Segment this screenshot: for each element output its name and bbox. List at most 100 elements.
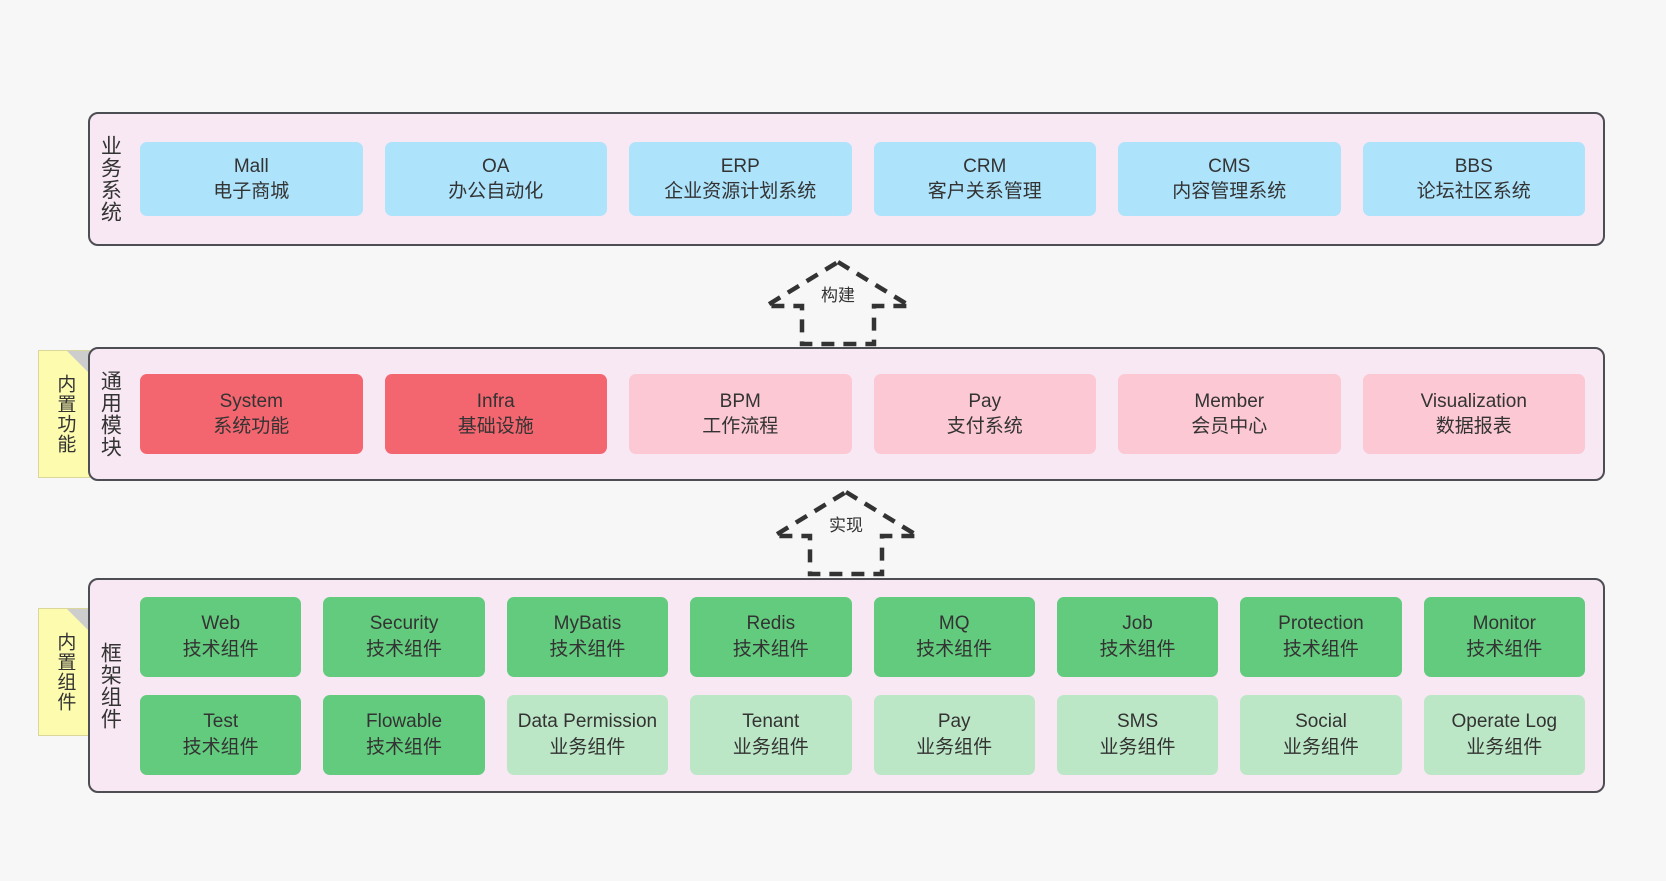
module-title: Security [369,613,439,635]
module-row: Web 技术组件 Security 技术组件 MyBatis 技术组件 Redi… [140,596,1585,677]
module-subtitle: 电子商城 [213,181,290,202]
arrow-up-hollow-icon [766,489,926,577]
module-box-web[interactable]: Web 技术组件 [140,596,302,677]
module-subtitle: 业务组件 [1466,736,1543,758]
module-title: Protection [1278,613,1364,635]
module-box-test[interactable]: Test 技术组件 [140,694,302,775]
module-box-oa[interactable]: OA 办公自动化 [384,142,607,216]
module-subtitle: 业务组件 [916,736,993,758]
module-title: CRM [963,155,1007,177]
module-box-bbs[interactable]: BBS 论坛社区系统 [1362,142,1585,216]
module-box-social[interactable]: Social 业务组件 [1240,694,1402,775]
layer-body-framework: Web 技术组件 Security 技术组件 MyBatis 技术组件 Redi… [128,580,1603,791]
module-box-member[interactable]: Member 会员中心 [1118,374,1341,454]
module-subtitle: 系统功能 [213,416,290,437]
arrow-build: 构建 [758,258,918,348]
module-subtitle: 业务组件 [732,736,809,758]
module-title: Web [201,613,241,635]
module-box-visualization[interactable]: Visualization 数据报表 [1362,374,1585,454]
module-box-redis[interactable]: Redis 技术组件 [690,596,852,677]
module-subtitle: 技术组件 [732,638,809,660]
note-fold-corner-icon [67,609,89,631]
module-box-mybatis[interactable]: MyBatis 技术组件 [506,596,669,677]
module-subtitle: 支付系统 [946,416,1023,437]
module-title: CMS [1208,155,1251,177]
module-subtitle: 技术组件 [549,638,626,660]
module-box-erp[interactable]: ERP 企业资源计划系统 [629,142,852,216]
module-title: Pay [968,390,1002,412]
note-fold-corner-icon [67,351,89,373]
module-box-system[interactable]: System 系统功能 [140,374,363,454]
module-box-data-permission[interactable]: Data Permission 业务组件 [506,694,669,775]
module-title: Flowable [366,711,443,733]
module-title: Mall [233,155,269,177]
module-box-protection[interactable]: Protection 技术组件 [1240,596,1402,677]
note-label: 内置组件 [54,632,76,712]
layer-common-modules: 通用模块 System 系统功能 Infra 基础设施 BPM 工作流程 Pay… [88,347,1605,481]
module-box-crm[interactable]: CRM 客户关系管理 [873,142,1096,216]
layer-title-framework: 框架组件 [98,641,122,730]
layer-body-business: Mall 电子商城 OA 办公自动化 ERP 企业资源计划系统 CRM 客户关系… [128,114,1603,244]
module-subtitle: 技术组件 [366,638,443,660]
module-subtitle: 技术组件 [366,736,443,758]
module-title: Redis [746,613,796,635]
module-title: Infra [476,390,515,412]
module-title: Job [1122,613,1153,635]
module-title: Tenant [742,711,800,733]
module-box-tenant[interactable]: Tenant 业务组件 [690,694,852,775]
module-subtitle: 技术组件 [1466,638,1543,660]
module-subtitle: 技术组件 [916,638,993,660]
module-subtitle: 业务组件 [1282,736,1359,758]
note-builtin-features: 内置功能 [38,350,90,478]
module-subtitle: 会员中心 [1191,416,1268,437]
module-title: OA [482,155,510,177]
module-box-infra[interactable]: Infra 基础设施 [384,374,607,454]
module-box-operate-log[interactable]: Operate Log 业务组件 [1423,694,1585,775]
module-title: ERP [720,155,760,177]
module-subtitle: 技术组件 [182,638,259,660]
module-box-monitor[interactable]: Monitor 技术组件 [1423,596,1585,677]
module-subtitle: 技术组件 [1099,638,1176,660]
module-title: Visualization [1420,390,1527,412]
module-subtitle: 办公自动化 [448,181,544,202]
note-builtin-components: 内置组件 [38,608,90,736]
module-title: Monitor [1472,613,1536,635]
module-box-job[interactable]: Job 技术组件 [1056,596,1219,677]
module-row: Test 技术组件 Flowable 技术组件 Data Permission … [140,694,1585,775]
module-subtitle: 业务组件 [549,736,626,758]
module-box-mq[interactable]: MQ 技术组件 [873,596,1035,677]
module-box-flowable[interactable]: Flowable 技术组件 [323,694,485,775]
module-box-security[interactable]: Security 技术组件 [323,596,485,677]
module-title: Pay [937,711,971,733]
module-title: Social [1295,711,1347,733]
layer-title-business: 业务系统 [98,135,122,223]
module-subtitle: 技术组件 [182,736,259,758]
module-subtitle: 工作流程 [702,416,779,437]
module-title: Member [1194,390,1265,412]
module-title: Data Permission [517,711,658,733]
arrow-build-label: 构建 [821,286,855,305]
module-title: SMS [1116,711,1159,733]
module-subtitle: 内容管理系统 [1172,181,1287,202]
module-box-mall[interactable]: Mall 电子商城 [140,142,363,216]
module-title: BBS [1454,155,1493,177]
layer-body-common: System 系统功能 Infra 基础设施 BPM 工作流程 Pay 支付系统… [128,349,1603,479]
module-subtitle: 业务组件 [1099,736,1176,758]
module-title: BPM [719,390,761,412]
module-title: Operate Log [1451,711,1558,733]
module-subtitle: 基础设施 [457,416,534,437]
module-title: Test [203,711,239,733]
module-box-pay-business[interactable]: Pay 业务组件 [873,694,1035,775]
module-subtitle: 数据报表 [1435,416,1512,437]
module-box-cms[interactable]: CMS 内容管理系统 [1118,142,1341,216]
module-box-bpm[interactable]: BPM 工作流程 [629,374,852,454]
module-subtitle: 论坛社区系统 [1416,181,1531,202]
module-box-sms[interactable]: SMS 业务组件 [1056,694,1219,775]
module-box-pay[interactable]: Pay 支付系统 [873,374,1096,454]
arrow-up-hollow-icon [758,259,918,347]
arrow-implement: 实现 [766,488,926,578]
module-title: MQ [938,613,970,635]
layer-business-systems: 业务系统 Mall 电子商城 OA 办公自动化 ERP 企业资源计划系统 CRM… [88,112,1605,246]
module-row: System 系统功能 Infra 基础设施 BPM 工作流程 Pay 支付系统… [140,374,1585,454]
